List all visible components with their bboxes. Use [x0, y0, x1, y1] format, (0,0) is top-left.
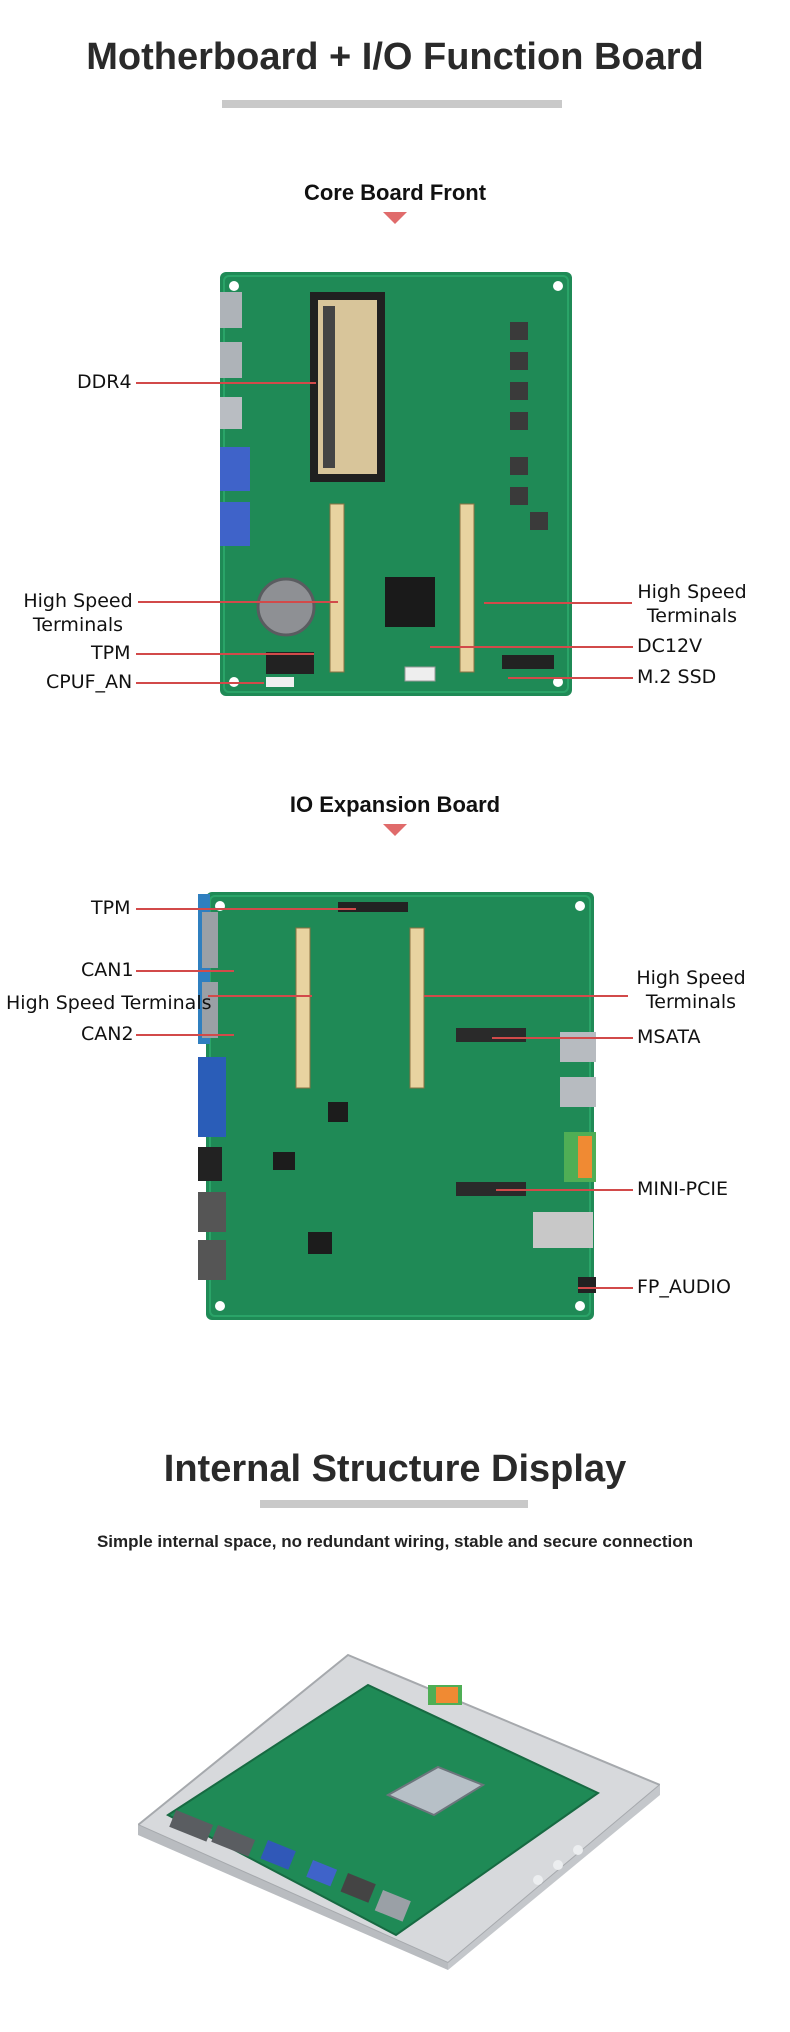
- leader-line-mini-pcie: [496, 1189, 633, 1191]
- label-hst-left-line2: Terminals: [32, 614, 124, 636]
- label-tpm-io: TPM: [91, 897, 131, 919]
- label-hst-io-right-line1: High Speed: [636, 967, 746, 989]
- label-cpuf-an: CPUF_AN: [46, 671, 133, 693]
- leader-line-hst-left: [138, 601, 338, 603]
- label-can2: CAN2: [81, 1023, 134, 1045]
- label-tpm-core: TPM: [91, 642, 131, 664]
- internal-structure-image: [138, 1653, 660, 1970]
- leader-line-cpuf-an: [136, 682, 264, 684]
- core-board-heading: Core Board Front: [303, 180, 487, 205]
- title-underline: [222, 100, 562, 108]
- leader-line-msata: [492, 1037, 633, 1039]
- leader-line-hst-right: [484, 602, 632, 604]
- core-board-down-arrow-icon: [383, 212, 407, 224]
- label-hst-right-line1: High Speed: [637, 581, 747, 603]
- label-hst-right-line2: Terminals: [646, 605, 738, 627]
- label-mini-pcie: MINI-PCIE: [637, 1178, 729, 1200]
- label-can1: CAN1: [81, 959, 134, 981]
- label-hst-io-left: High Speed Terminals: [6, 992, 212, 1014]
- internal-title: Internal Structure Display: [163, 1448, 627, 1490]
- leader-line-hst-io-left: [208, 995, 312, 997]
- leader-line-can1: [136, 970, 234, 972]
- label-dc12v: DC12V: [637, 635, 703, 657]
- page-title: Motherboard + I/O Function Board: [86, 36, 704, 78]
- label-msata: MSATA: [637, 1026, 701, 1048]
- leader-line-m2-ssd: [508, 677, 633, 679]
- leader-line-dc12v: [430, 646, 633, 648]
- io-board-down-arrow-icon: [383, 824, 407, 836]
- io-board-image: [198, 892, 596, 1320]
- leader-line-hst-io-right: [424, 995, 628, 997]
- label-fp-audio: FP_AUDIO: [637, 1276, 731, 1298]
- leader-line-tpm-core: [136, 653, 314, 655]
- io-board-heading: IO Expansion Board: [289, 792, 501, 817]
- label-hst-left-line1: High Speed: [23, 590, 133, 612]
- leader-line-ddr4: [136, 382, 316, 384]
- leader-line-tpm-io: [136, 908, 356, 910]
- internal-title-underline: [260, 1500, 528, 1508]
- core-board-image: [220, 272, 572, 696]
- label-hst-io-right-line2: Terminals: [645, 991, 737, 1013]
- leader-line-can2: [136, 1034, 234, 1036]
- label-ddr4: DDR4: [77, 371, 132, 393]
- leader-line-fp-audio: [578, 1287, 633, 1289]
- internal-subtitle: Simple internal space, no redundant wiri…: [96, 1532, 694, 1551]
- label-m2-ssd: M.2 SSD: [637, 666, 717, 688]
